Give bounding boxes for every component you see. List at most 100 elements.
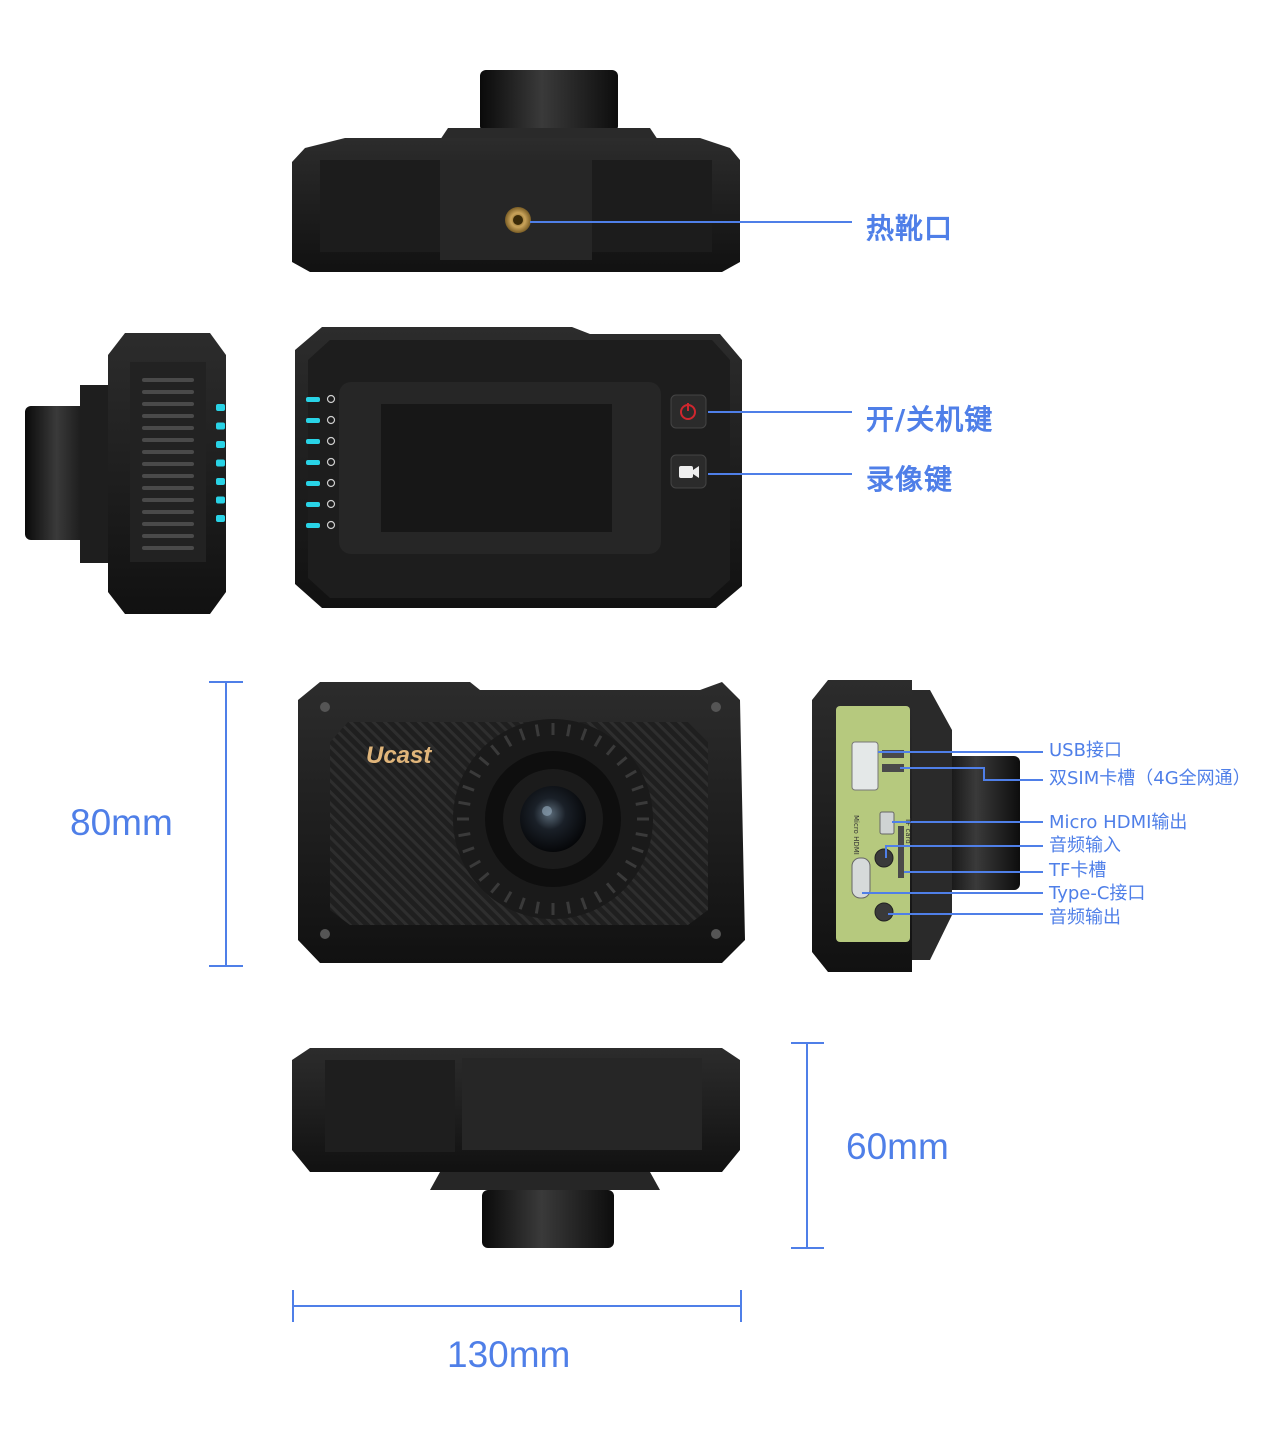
grip-tooth bbox=[503, 890, 513, 903]
vent-slot bbox=[142, 414, 194, 418]
indicator-led bbox=[306, 460, 320, 465]
grip-tooth bbox=[593, 890, 603, 903]
vent-slot bbox=[142, 498, 194, 502]
indicator-led bbox=[216, 478, 225, 485]
grip-tooth bbox=[631, 846, 644, 854]
indicator-led bbox=[306, 523, 320, 528]
grip-tooth bbox=[635, 800, 648, 806]
4g-icon bbox=[326, 415, 336, 425]
grip-tooth bbox=[534, 901, 540, 914]
leader-lines bbox=[530, 221, 1043, 915]
grip-tooth bbox=[534, 724, 540, 737]
type-c-port bbox=[851, 857, 871, 899]
grip-tooth bbox=[458, 832, 471, 838]
vent-slot bbox=[142, 378, 194, 382]
back-indicators bbox=[306, 394, 336, 530]
grip-tooth bbox=[605, 744, 616, 756]
grip-tooth bbox=[469, 859, 482, 869]
record-key-label: 录像键 bbox=[866, 463, 954, 496]
left-side-view bbox=[25, 333, 226, 614]
grip-tooth bbox=[462, 784, 475, 792]
bottom-view bbox=[292, 1048, 740, 1248]
dual-sim-label: 双SIM卡槽（4G全网通） bbox=[1049, 768, 1251, 789]
vent-slot bbox=[142, 390, 194, 394]
left-lens-barrel bbox=[25, 406, 95, 540]
cloud-upload-icon bbox=[326, 457, 336, 467]
width-dimension: 130mm bbox=[447, 1334, 571, 1375]
back-view bbox=[295, 327, 742, 608]
grip-tooth bbox=[616, 756, 628, 767]
grip-tooth bbox=[518, 728, 526, 741]
grip-tooth bbox=[469, 769, 482, 779]
left-vents bbox=[142, 378, 194, 550]
tf-slot-label: TF卡槽 bbox=[1049, 860, 1107, 881]
indicator-led bbox=[306, 502, 320, 507]
vent-slot bbox=[142, 438, 194, 442]
vent-slot bbox=[142, 522, 194, 526]
top-lens-barrel bbox=[480, 70, 618, 132]
grip-tooth bbox=[580, 728, 588, 741]
power-button bbox=[670, 394, 707, 429]
vent-slot bbox=[142, 462, 194, 466]
4g-icon bbox=[326, 394, 336, 404]
indicator-led bbox=[216, 404, 225, 411]
left-side-indicators bbox=[216, 404, 225, 522]
vent-slot bbox=[142, 546, 194, 550]
right-side-view bbox=[812, 680, 1020, 972]
power-key-label: 开/关机键 bbox=[866, 403, 994, 436]
grip-tooth bbox=[458, 800, 471, 806]
battery-icon bbox=[326, 499, 336, 509]
grip-tooth bbox=[605, 882, 616, 894]
vent-slot bbox=[142, 486, 194, 490]
indicator-led bbox=[216, 459, 225, 467]
indicator-led bbox=[216, 496, 225, 504]
grip-tooth bbox=[478, 871, 490, 882]
audio-out-port bbox=[874, 902, 894, 922]
audio-out-label: 音频输出 bbox=[1049, 907, 1121, 928]
height-dimension: 80mm bbox=[70, 802, 173, 843]
tf-slot bbox=[898, 826, 904, 878]
indicator-led bbox=[306, 418, 320, 423]
grip-tooth bbox=[490, 744, 501, 756]
top-view bbox=[292, 70, 740, 272]
grip-tooth bbox=[503, 735, 513, 748]
grip-tooth bbox=[462, 846, 475, 854]
grip-tooth bbox=[616, 871, 628, 882]
grip-tooth bbox=[624, 769, 637, 779]
usb-port bbox=[851, 741, 879, 791]
lens-glass bbox=[520, 786, 586, 852]
brand-logo: Ucast bbox=[366, 742, 432, 769]
lens-grip bbox=[457, 723, 649, 915]
grip-tooth bbox=[566, 724, 572, 737]
grip-tooth bbox=[490, 882, 501, 894]
camera-icon bbox=[679, 466, 693, 478]
vent-slot bbox=[142, 534, 194, 538]
indicator-led bbox=[306, 439, 320, 444]
micro-hdmi-port bbox=[879, 811, 895, 835]
micro-hdmi-board-label: Micro HDMI bbox=[852, 815, 860, 855]
grip-tooth bbox=[635, 832, 648, 838]
indicator-led bbox=[306, 397, 320, 402]
tf-card-board-label: TF card bbox=[904, 818, 912, 844]
usb-port-label: USB接口 bbox=[1049, 740, 1122, 761]
power-icon bbox=[326, 520, 336, 530]
port-board bbox=[836, 706, 910, 942]
dimension-lines bbox=[209, 681, 824, 1322]
hot-shoe-label: 热靴口 bbox=[866, 212, 954, 245]
grip-tooth bbox=[580, 897, 588, 910]
type-c-label: Type-C接口 bbox=[1049, 883, 1146, 904]
vent-slot bbox=[142, 510, 194, 514]
record-icon bbox=[326, 478, 336, 488]
grip-tooth bbox=[478, 756, 490, 767]
vent-slot bbox=[142, 450, 194, 454]
front-view bbox=[298, 682, 745, 963]
wifi-icon bbox=[326, 436, 336, 446]
depth-dimension: 60mm bbox=[846, 1126, 949, 1167]
audio-in-port bbox=[874, 848, 894, 868]
grip-tooth bbox=[624, 859, 637, 869]
indicator-led bbox=[306, 481, 320, 486]
indicator-led bbox=[216, 441, 225, 448]
indicator-led bbox=[216, 515, 225, 522]
vent-slot bbox=[142, 426, 194, 430]
